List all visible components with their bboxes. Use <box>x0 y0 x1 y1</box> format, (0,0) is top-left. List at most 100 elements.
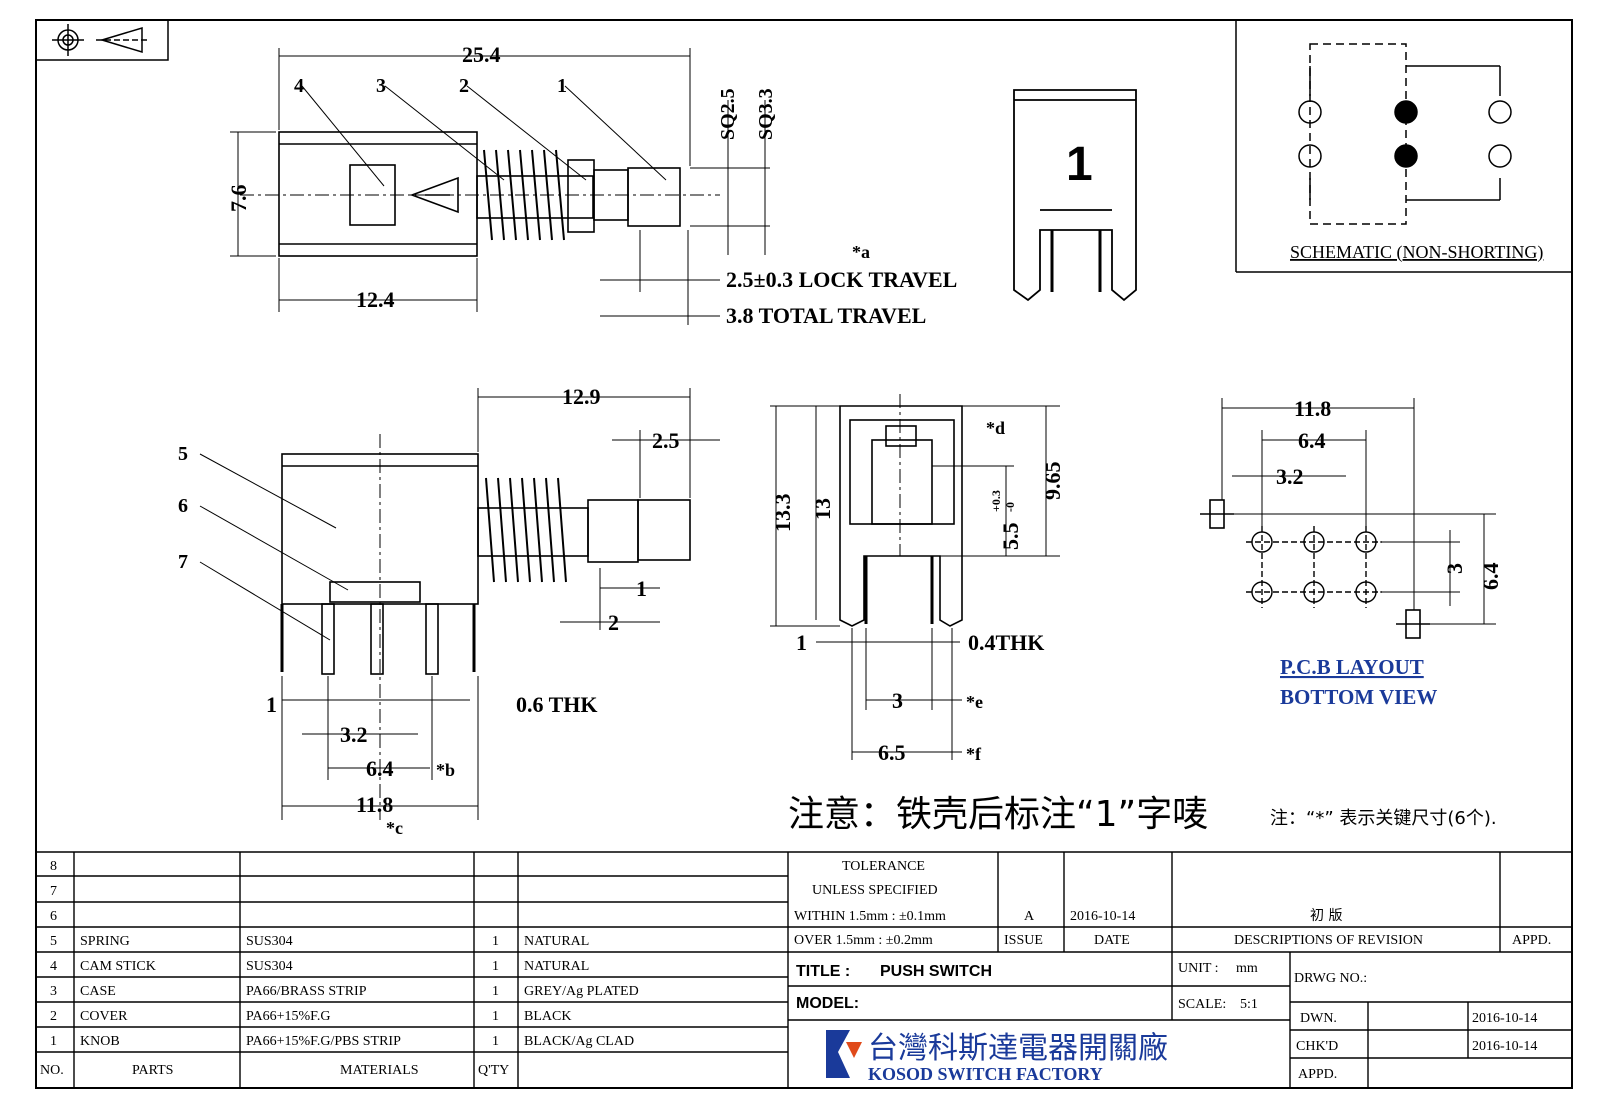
table-row: 6 <box>50 909 57 924</box>
pcb-dim-6-4-v: 6.4 <box>1478 563 1503 591</box>
pcb-dim-3-2: 3.2 <box>1276 464 1304 489</box>
row-no: 8 <box>50 859 57 874</box>
thk-0-6: 0.6 THK <box>516 692 598 717</box>
header-parts: PARTS <box>132 1063 173 1078</box>
front-view-labels: 13.3 13 9.65 5.5 +0.3 -0 *d 1 0.4THK 3 *… <box>770 418 1065 765</box>
row-part: SPRING <box>80 934 130 949</box>
company-name-cn: 台灣科斯達電器開關廠 <box>868 1031 1168 1066</box>
company-name-en: KOSOD SWITCH FACTORY <box>868 1064 1103 1084</box>
schematic-box <box>1235 20 1572 273</box>
star-d: *d <box>986 418 1005 438</box>
unit-label: UNIT : <box>1178 961 1219 976</box>
pcb-labels: 11.8 6.4 3.2 3 6.4 P.C.B LAYOUT BOTTOM V… <box>1276 396 1503 709</box>
kosod-logo <box>826 1030 862 1078</box>
dim-11-8: 11.8 <box>356 792 393 817</box>
hdr-appd: APPD. <box>1512 933 1551 948</box>
balloon-5: 5 <box>178 443 188 465</box>
table-row: 5 SPRING SUS304 1 NATURAL <box>50 934 589 949</box>
dwn-label: DWN. <box>1300 1011 1337 1026</box>
scale-label: SCALE: <box>1178 997 1226 1012</box>
dwn-value: 2016-10-14 <box>1472 1011 1537 1026</box>
star-a: *a <box>852 242 870 262</box>
title-block-text: TOLERANCE UNLESS SPECIFIED WITHIN 1.5mm … <box>794 859 1551 1082</box>
row-no: 4 <box>50 959 57 974</box>
header-no: NO. <box>40 1063 64 1078</box>
header-qty: Q'TY <box>478 1063 509 1078</box>
row-part: CAM STICK <box>80 959 156 974</box>
row-finish: NATURAL <box>524 934 589 949</box>
total-travel: 3.8 TOTAL TRAVEL <box>726 303 926 328</box>
dim-12-4: 12.4 <box>356 287 395 312</box>
pcb-dim-3: 3 <box>1442 563 1467 574</box>
table-row: 4 CAM STICK SUS304 1 NATURAL <box>50 959 589 974</box>
tolerance-line-3: WITHIN 1.5mm : ±0.1mm <box>794 909 946 924</box>
top-view-labels: 25.4 12.4 7.6 4 3 2 1 SQ2.5 SQ3.3 *a 2.5… <box>226 42 957 328</box>
balloon-7: 7 <box>178 551 188 573</box>
row-material: PA66/BRASS STRIP <box>246 984 367 999</box>
rev-date: 2016-10-14 <box>1070 909 1135 924</box>
dim-sq3-3: SQ3.3 <box>755 88 777 140</box>
tolerance-line-1: TOLERANCE <box>842 859 925 874</box>
dim-7-6: 7.6 <box>226 185 251 213</box>
rev-issue: A <box>1024 909 1035 924</box>
dim-1: 1 <box>636 576 647 601</box>
dim-13: 13 <box>810 498 835 520</box>
row-material: SUS304 <box>246 959 293 974</box>
table-row: 3 CASE PA66/BRASS STRIP 1 GREY/Ag PLATED <box>50 984 639 999</box>
dim-3-2: 3.2 <box>340 722 368 747</box>
side-view <box>199 388 720 820</box>
star-e: *e <box>966 692 983 712</box>
row-finish: BLACK <box>524 1009 571 1024</box>
dim-1b: 1 <box>266 692 277 717</box>
table-row: 8 <box>50 859 57 874</box>
dim-13-3: 13.3 <box>770 494 795 533</box>
dim-6-4: 6.4 <box>366 756 394 781</box>
dim-3-front: 3 <box>892 688 903 713</box>
dim-2-5: 2.5 <box>652 428 680 453</box>
lock-travel: 2.5±0.3 LOCK TRAVEL <box>726 267 957 292</box>
dim-12-9: 12.9 <box>562 384 601 409</box>
row-part: COVER <box>80 1009 128 1024</box>
dim-5-5-tol-plus: +0.3 <box>989 490 1003 512</box>
row-finish: GREY/Ag PLATED <box>524 984 639 999</box>
dim-9-65: 9.65 <box>1040 462 1065 501</box>
projection-symbol-icon <box>35 19 169 61</box>
row-no: 6 <box>50 909 57 924</box>
drwg-label: DRWG NO.: <box>1294 971 1367 986</box>
tolerance-line-2: UNLESS SPECIFIED <box>812 883 938 898</box>
row-no: 3 <box>50 984 57 999</box>
hdr-date: DATE <box>1094 933 1130 948</box>
top-view <box>230 48 770 325</box>
title-block-grid <box>788 852 1572 1088</box>
table-row: 2 COVER PA66+15%F.G 1 BLACK <box>50 1009 571 1024</box>
dim-sq2-5: SQ2.5 <box>717 88 739 140</box>
parts-rows: 8 7 6 5 SPRING SUS304 1 NATURAL 4 CAM ST… <box>40 859 639 1078</box>
hdr-issue: ISSUE <box>1004 933 1043 948</box>
pcb-layout-label: P.C.B LAYOUT <box>1280 655 1424 679</box>
appd-label: APPD. <box>1298 1067 1337 1082</box>
tolerance-line-4: OVER 1.5mm : ±0.2mm <box>794 933 933 948</box>
header-materials: MATERIALS <box>340 1063 419 1078</box>
row-qty: 1 <box>492 984 499 999</box>
scale-value: 5:1 <box>1240 997 1258 1012</box>
drawing-border <box>35 19 1573 1089</box>
marking-1: 1 <box>1066 138 1093 191</box>
table-header: NO. PARTS MATERIALS Q'TY <box>40 1063 509 1078</box>
table-row: 7 <box>50 884 57 899</box>
row-material: PA66+15%F.G/PBS STRIP <box>246 1034 401 1049</box>
parts-table <box>36 851 1572 1088</box>
title-value: PUSH SWITCH <box>880 963 992 980</box>
row-qty: 1 <box>492 934 499 949</box>
dim-2: 2 <box>608 610 619 635</box>
model-label: MODEL: <box>796 995 859 1012</box>
row-material: PA66+15%F.G <box>246 1009 330 1024</box>
balloon-4: 4 <box>294 75 304 97</box>
row-qty: 1 <box>492 959 499 974</box>
row-finish: NATURAL <box>524 959 589 974</box>
hdr-desc: DESCRIPTIONS OF REVISION <box>1234 933 1423 948</box>
row-qty: 1 <box>492 1034 499 1049</box>
rev-desc: 初 版 <box>1310 907 1342 924</box>
dim-6-5: 6.5 <box>878 740 906 765</box>
thk-0-4: 0.4THK <box>968 630 1044 655</box>
